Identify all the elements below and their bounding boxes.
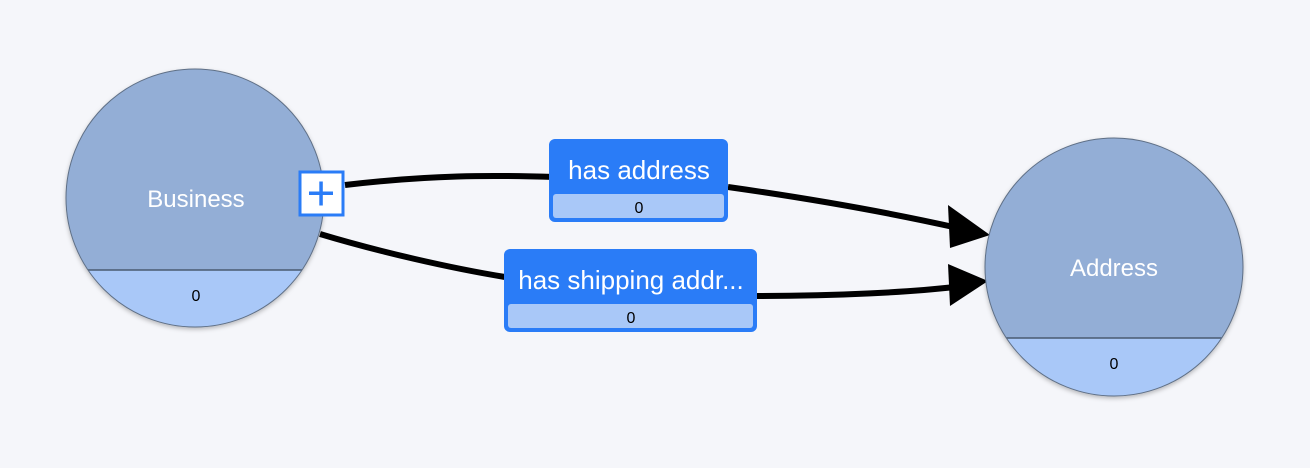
edge-line-has-address-tail[interactable] xyxy=(727,184,959,231)
edge-line-has-shipping-address[interactable] xyxy=(319,231,506,280)
node-count: 0 xyxy=(1110,356,1119,373)
node-count-band xyxy=(985,338,1243,396)
arrowhead-icon xyxy=(948,205,990,248)
edge-count: 0 xyxy=(627,310,636,327)
edge-has-address[interactable] xyxy=(344,172,990,248)
edge-line-has-shipping-address-tail[interactable] xyxy=(756,284,956,299)
node-circle[interactable] xyxy=(66,69,324,327)
plus-icon xyxy=(309,181,333,206)
edge-label: has address xyxy=(568,155,710,185)
edge-label: has shipping addr... xyxy=(518,265,744,295)
edge-count: 0 xyxy=(635,200,644,217)
node-address[interactable]: Address 0 xyxy=(980,137,1250,408)
edge-label-has-address[interactable]: has address 0 xyxy=(549,139,728,222)
edge-count-box xyxy=(508,304,753,328)
node-outline xyxy=(984,137,1244,397)
edge-count-box xyxy=(553,194,724,218)
node-count-band xyxy=(66,270,324,327)
expand-button[interactable] xyxy=(298,170,345,217)
node-label: Business xyxy=(147,186,244,213)
edge-line-has-address[interactable] xyxy=(344,172,556,188)
node-business[interactable]: Business 0 xyxy=(60,68,330,340)
arrowhead-icon xyxy=(948,264,988,306)
node-circle[interactable] xyxy=(985,138,1243,396)
node-count: 0 xyxy=(192,288,201,305)
node-label: Address xyxy=(1070,255,1158,282)
edge-has-shipping-address[interactable] xyxy=(319,231,988,306)
edge-label-has-shipping-address[interactable]: has shipping addr... 0 xyxy=(504,249,757,332)
